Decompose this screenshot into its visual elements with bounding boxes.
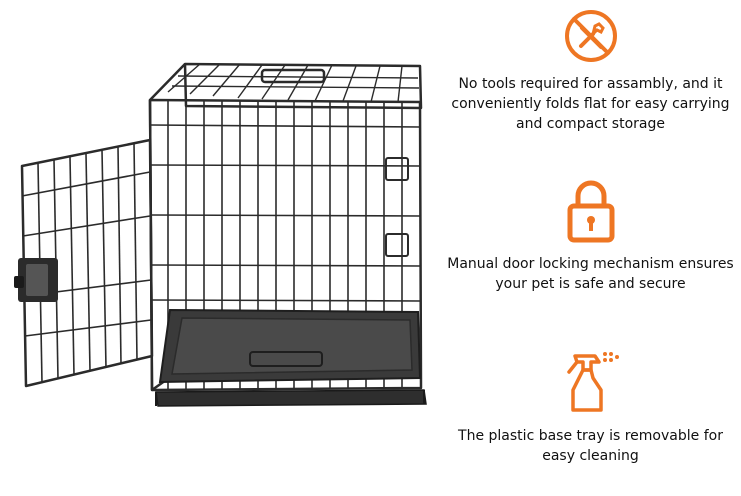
feature-door-lock-text: Manual door locking mechanism ensures yo… — [447, 256, 734, 292]
feature-no-tools-text: No tools required for assambly, and it c… — [451, 76, 730, 132]
spray-bottle-icon — [566, 352, 619, 412]
no-tools-icon — [564, 10, 617, 62]
padlock-icon — [567, 180, 614, 243]
feature-no-tools: No tools required for assambly, and it c… — [440, 8, 741, 134]
feature-removable-tray-text: The plastic base tray is removable for e… — [458, 428, 723, 464]
feature-door-lock: Manual door locking mechanism ensures yo… — [440, 178, 741, 294]
feature-removable-tray: The plastic base tray is removable for e… — [440, 350, 741, 466]
dog-crate-image — [14, 62, 427, 407]
